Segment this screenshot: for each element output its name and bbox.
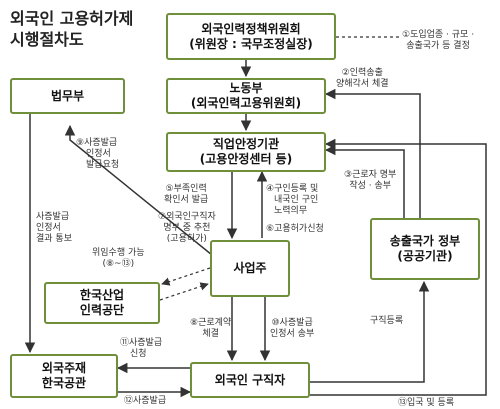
job-registration-label: 구직등록 [370,316,403,327]
step-5-label: ⑤부족인력 확인서 발급 [164,184,208,206]
node-sublabel: 인력공단 [79,303,125,317]
title-line-2: 시행절차도 [10,30,84,49]
node-label: 한국산업 [79,288,125,302]
label-line: (⑧~⑬) [102,259,135,269]
label-line: 구직등록 [370,316,404,326]
label-line: 신청 [130,349,147,359]
diagram-title: 외국인 고용허가제 시행절차도 [10,8,133,50]
arrow-mou [324,88,421,218]
label-line: ②인력송출 [341,68,383,78]
step-11-label: ⑪사증발급 신청 [120,338,162,360]
node-employer: 사업주 [210,240,290,297]
step-12-label: ⑫사증발급 [124,396,166,407]
step-8-label: ⑧근로계약 체결 [190,318,231,340]
node-ministry-of-labor: 노동부 (외국인력고용위원회) [166,78,326,114]
step-3-label: ③근로자 명부 작성 · 송부 [344,170,396,192]
step-13-label: ⑬입국 및 등록 [398,398,454,409]
arrow-delegation-out [161,267,211,286]
label-line: ④구인등록 및 [266,184,319,194]
node-sublabel: (위원장 : 국무조정실장) [189,36,313,51]
node-foreign-job-seeker: 외국인 구직자 [190,362,310,398]
label-line: 체결 [202,329,219,339]
label-line: ⑬입국 및 등록 [398,398,455,408]
node-ministry-of-justice: 법무부 [10,78,125,114]
title-line-1: 외국인 고용허가제 [10,9,134,28]
label-line: ⑫사증발급 [124,396,167,406]
label-line: 명부 중 추천 [163,223,211,233]
label-line: ⑤부족인력 [165,184,207,194]
node-korean-embassy: 외국주재 한국공관 [10,354,118,398]
label-line: 작성 · 송부 [349,181,392,191]
label-line: ⑨사증발급 [76,138,118,148]
step-1-label: ①도입업종 · 규모 · 송출국가 등 결정 [402,30,474,52]
label-line: 발급요청 [86,160,120,170]
node-label: 외국주재 [41,361,87,375]
step-7-label: ⑦외국인구직자 명부 중 추천 (고용허가) [158,212,216,245]
label-line: ⑦외국인구직자 [158,212,216,222]
label-line: ⑩사증발급 [271,318,313,328]
node-foreign-workforce-committee: 외국인력정책위원회 (위원장 : 국무조정실장) [166,13,336,60]
label-line: 인정서 [36,223,61,233]
step-6-label: ⑥고용허가신청 [266,224,324,235]
step-10-label: ⑩사증발급 인정서 송부 [270,318,314,340]
arrow-visa-request [64,124,213,256]
node-job-center: 직업안정기관 (고용안정센터 등) [166,132,326,172]
node-label: 법무부 [50,88,85,103]
node-label: 외국인력정책위원회 [201,21,301,36]
label-line: ⑧근로계약 [190,318,232,328]
node-label: 송출국가 정부 [389,234,461,248]
label-line: 인정서 [86,149,111,159]
node-sending-country-government: 송출국가 정부 (공공기관) [370,218,480,280]
label-line: ⑥고용허가신청 [266,224,324,234]
visa-result-notice-label: 사증발급 인정서 결과 통보 [36,212,72,245]
node-hrd-korea: 한국산업 인력공단 [44,282,160,324]
label-line: (고용허가) [166,234,207,244]
label-line: 사증발급 [36,212,70,222]
node-sublabel: (외국인력고용위원회) [190,96,302,110]
label-line: 확인서 발급 [164,195,209,205]
arrow-delegation-in [159,282,209,301]
label-line: 위임수행 가능 [92,248,145,258]
node-label: 직업안정기관 [212,137,280,151]
label-line: 양해각서 체결 [336,79,389,89]
arrow-entry [310,138,487,396]
step-4-label: ④구인등록 및 내국인 구인 노력의무 [266,184,318,217]
arrow-job-seeker-register [310,280,430,383]
step-9-label: ⑨사증발급 인정서 발급요청 [76,138,119,171]
delegation-label: 위임수행 가능 (⑧~⑬) [92,248,145,270]
label-line: 인정서 송부 [270,329,315,339]
label-line: 결과 통보 [36,234,72,244]
label-line: ①도입업종 · 규모 · [402,30,475,40]
label-line: ⑪사증발급 [120,338,163,348]
label-line: 내국인 구인 [274,195,319,205]
node-sublabel: 한국공관 [41,376,87,390]
node-label: 노동부 [229,81,263,95]
step-2-label: ②인력송출 양해각서 체결 [336,68,389,90]
label-line: 노력의무 [274,206,308,216]
node-sublabel: (공공기관) [397,249,453,263]
arrow-worker-list [324,144,405,218]
label-line: 송출국가 등 결정 [406,41,470,51]
node-label: 사업주 [233,261,267,275]
label-line: ③근로자 명부 [344,170,397,180]
node-label: 외국인 구직자 [214,372,286,387]
node-sublabel: (고용안정센터 등) [199,152,293,166]
